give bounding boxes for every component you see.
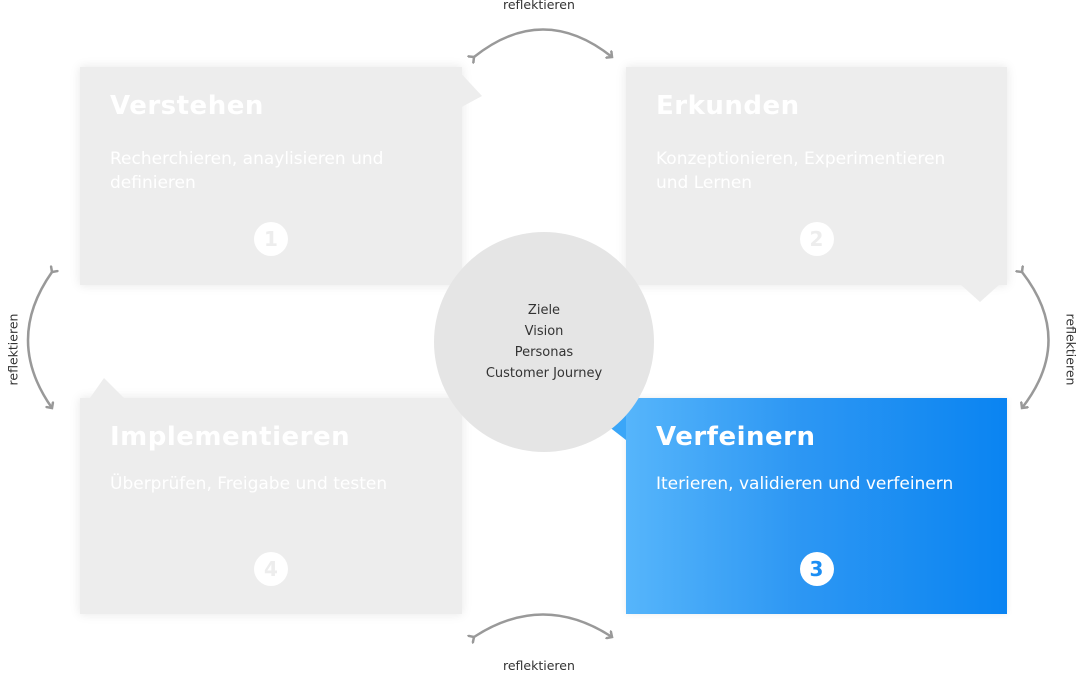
- center-line-vision: Vision: [524, 324, 564, 339]
- reflect-label-bottom: reflektieren: [503, 658, 575, 673]
- step-number-badge: 4: [254, 552, 288, 586]
- arrow-bottom-icon: [474, 613, 612, 638]
- step-title: Implementieren: [110, 422, 351, 452]
- step-title: Verstehen: [110, 91, 264, 121]
- notch-box4: [90, 378, 124, 398]
- step-card-erkunden: Erkunden Konzeptionieren, Experimentiere…: [626, 67, 1007, 285]
- center-line-ziele: Ziele: [527, 303, 561, 318]
- center-line-personas: Personas: [514, 345, 574, 360]
- step-title: Erkunden: [656, 91, 800, 121]
- center-line-customer-journey: Customer Journey: [485, 366, 603, 381]
- reflect-label-left: reflektieren: [5, 313, 21, 386]
- step-description: Überprüfen, Freigabe und testen: [110, 474, 388, 494]
- step-description: Iterieren, validieren und verfeinern: [656, 474, 954, 494]
- center-circle: Ziele Vision Personas Customer Journey: [434, 232, 654, 452]
- arrow-top-icon: [474, 28, 612, 58]
- step-description: Recherchieren, anaylisieren und definier…: [110, 149, 384, 193]
- step-number-badge: 2: [799, 222, 834, 256]
- reflect-label-right: reflektieren: [1063, 313, 1079, 386]
- notch-box1: [456, 68, 482, 110]
- step-card-implementieren: Implementieren Überprüfen, Freigabe und …: [80, 398, 462, 614]
- notch-box2: [960, 284, 1000, 302]
- step-card-verfeinern: Verfeinern Iterieren, validieren und ver…: [626, 398, 1007, 614]
- step-number-badge: 3: [799, 552, 834, 586]
- step-card-verstehen: Verstehen Recherchieren, anaylisieren un…: [80, 67, 462, 285]
- arrow-right-icon: [1022, 272, 1050, 408]
- step-title: Verfeinern: [656, 422, 816, 452]
- reflect-label-top: reflektieren: [503, 0, 575, 12]
- step-number-badge: 1: [254, 222, 288, 256]
- step-description: Konzeptionieren, Experimentieren und Ler…: [656, 149, 946, 193]
- arrow-left-icon: [26, 272, 52, 408]
